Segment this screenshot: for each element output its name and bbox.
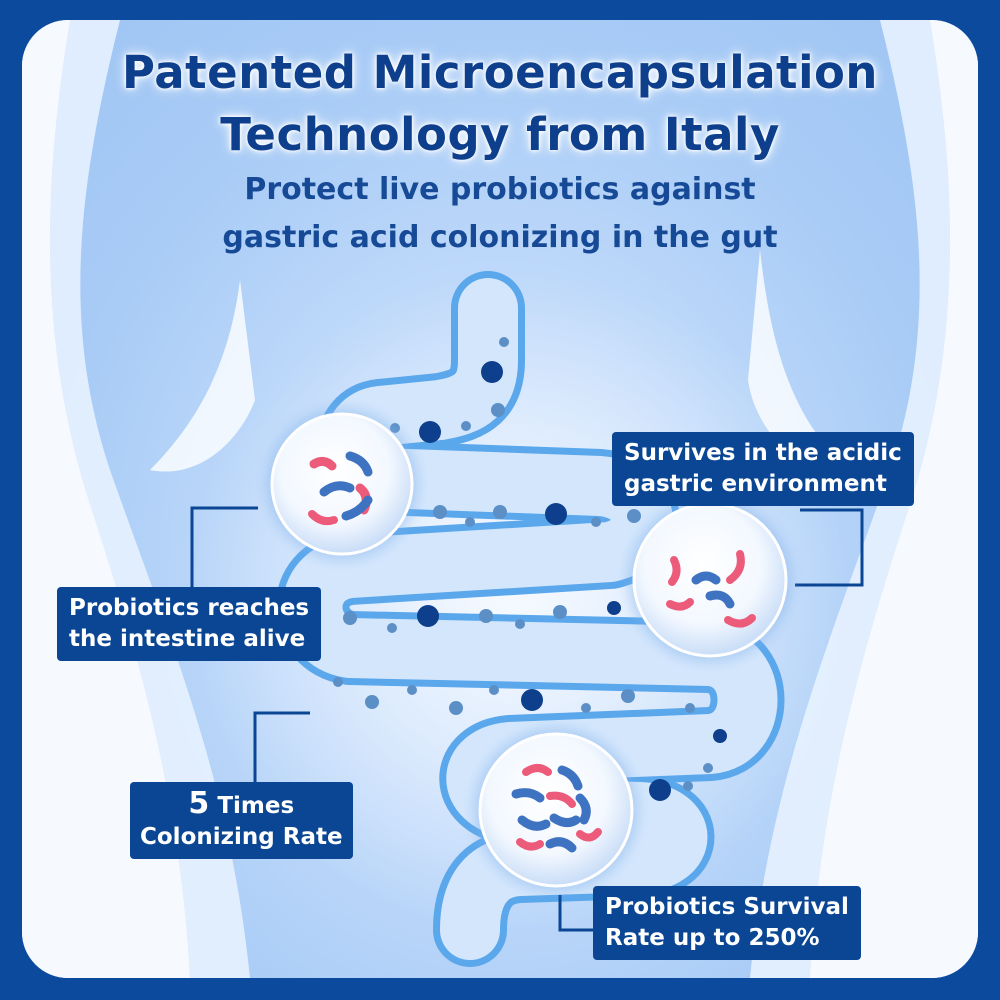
connector-survives	[795, 508, 864, 587]
callout-survival-line-2: Rate up to 250%	[605, 925, 820, 951]
connector-times	[253, 711, 310, 785]
callout-survival-line-1: Probiotics Survival	[605, 894, 849, 920]
probiotic-bubble-bottom	[474, 728, 638, 892]
subtitle-line-1: Protect live probiotics against	[244, 172, 756, 207]
callout-connector-lines	[190, 506, 864, 932]
callout-colonizing: 5 Times Colonizing Rate	[130, 782, 353, 859]
left-body-highlight	[22, 20, 190, 978]
callout-colonizing-word: Times	[217, 793, 295, 819]
callout-reaches-line-2: the intestine alive	[69, 626, 306, 652]
left-spike	[150, 280, 255, 472]
connector-reaches	[190, 506, 258, 590]
callout-reaches: Probiotics reaches the intestine alive	[57, 587, 322, 661]
callout-survival: Probiotics Survival Rate up to 250%	[593, 886, 861, 960]
probiotic-bubble-left	[266, 408, 418, 560]
callout-survives: Survives in the acidic gastric environme…	[612, 432, 914, 506]
callout-colonizing-number: 5	[188, 786, 210, 821]
callout-colonizing-line-1: 5 Times	[140, 788, 343, 822]
callout-survives-line-1: Survives in the acidic	[624, 440, 902, 466]
particles	[333, 337, 727, 801]
probiotic-bubble-right	[628, 498, 792, 662]
subtitle-line-2: gastric acid colonizing in the gut	[222, 220, 778, 255]
connector-survival	[558, 895, 596, 932]
callout-survives-line-2: gastric environment	[624, 471, 887, 497]
background-illustration	[22, 20, 978, 978]
title-line-1: Patented Microencapsulation	[122, 46, 878, 99]
title-line-2: Technology from Italy	[220, 108, 780, 161]
callout-colonizing-line-2: Colonizing Rate	[140, 824, 343, 850]
right-body-highlight	[810, 20, 978, 978]
callout-reaches-line-1: Probiotics reaches	[69, 595, 310, 621]
